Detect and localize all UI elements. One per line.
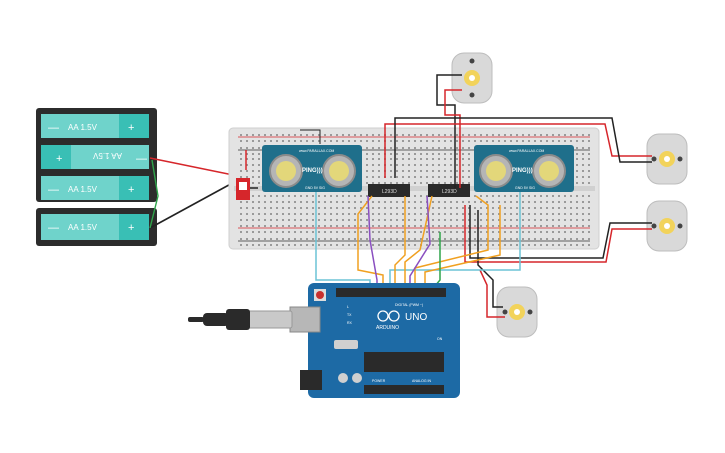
battery-single-aa[interactable]: — AA 1.5V + bbox=[36, 208, 157, 246]
arduino-brand: ARDUINO bbox=[376, 325, 399, 331]
wire-motor2-black[interactable] bbox=[394, 117, 652, 178]
driver-label: L293D bbox=[382, 189, 397, 195]
cell-plus-label: + bbox=[128, 222, 134, 234]
rx-label: RX bbox=[347, 321, 353, 325]
arduino-uno[interactable]: ARDUINO UNO DIGITAL (PWM ~) POWER ANALOG… bbox=[289, 283, 460, 398]
wire-driver1-in2[interactable] bbox=[394, 196, 406, 292]
usb-cable[interactable] bbox=[188, 309, 293, 330]
wire-motor3-red[interactable] bbox=[464, 205, 652, 263]
cell-minus-label: — bbox=[48, 222, 59, 234]
sensor-brand: www.PARALLAX.COM bbox=[509, 149, 544, 153]
wire-motor1-red[interactable] bbox=[444, 89, 462, 188]
digital-label: DIGITAL (PWM ~) bbox=[395, 303, 423, 307]
wire-battery-negative[interactable] bbox=[149, 179, 239, 229]
center-channel bbox=[234, 186, 595, 191]
cell-label: AA 1.5V bbox=[92, 151, 122, 160]
dc-motor-4[interactable] bbox=[496, 286, 538, 338]
wire-battery-positive[interactable] bbox=[149, 157, 239, 177]
wire-motor4-black[interactable] bbox=[477, 210, 503, 308]
power-jack bbox=[300, 370, 322, 390]
dc-motor-1[interactable] bbox=[451, 52, 493, 104]
battery-cell-1: — AA 1.5V + bbox=[41, 114, 149, 138]
wire-motor3-black[interactable] bbox=[469, 205, 652, 259]
sensor-brand: www.PARALLAX.COM bbox=[299, 149, 334, 153]
cell-minus-label: — bbox=[48, 184, 59, 196]
wire-driver2-in1[interactable] bbox=[404, 195, 433, 292]
wire-motor2-red[interactable] bbox=[384, 123, 652, 178]
ultrasonic-sensor-1[interactable]: www.PARALLAX.COM PING))) GND 5V SIG bbox=[262, 145, 362, 192]
wire-sensor1-gnd[interactable] bbox=[300, 129, 321, 144]
atmega-chip bbox=[364, 352, 444, 372]
analog-label: ANALOG IN bbox=[412, 379, 432, 383]
wire-driver2-in2[interactable] bbox=[414, 195, 489, 292]
arduino-model: UNO bbox=[405, 312, 427, 323]
battery-cell-3: — AA 1.5V + bbox=[41, 176, 149, 200]
cell-plus-label: + bbox=[128, 122, 134, 134]
wire-motor1-black[interactable] bbox=[436, 74, 462, 188]
dc-motor-3[interactable] bbox=[646, 200, 688, 252]
ultrasonic-sensor-2[interactable]: www.PARALLAX.COM PING))) GND 5V SIG bbox=[474, 145, 574, 192]
on-label: ON bbox=[437, 337, 443, 341]
slide-switch[interactable] bbox=[236, 178, 250, 200]
sensor-pins: GND 5V SIG bbox=[515, 186, 535, 190]
cell-label: AA 1.5V bbox=[68, 123, 98, 132]
wire-sensor2-signal[interactable] bbox=[389, 192, 521, 292]
wire-driver1-in1[interactable] bbox=[357, 195, 384, 292]
cell-plus-label: + bbox=[56, 153, 62, 165]
cell-label: AA 1.5V bbox=[68, 223, 98, 232]
motor-driver-2[interactable]: L293D bbox=[428, 184, 470, 197]
power-label: POWER bbox=[372, 379, 386, 383]
sensor-ping-label: PING))) bbox=[512, 168, 533, 174]
cell-plus-label: + bbox=[128, 184, 134, 196]
tx-label: TX bbox=[347, 313, 352, 317]
usb-port bbox=[289, 306, 321, 333]
cell-label: AA 1.5V bbox=[68, 185, 98, 194]
power-analog-header bbox=[364, 385, 444, 394]
cell-minus-label: — bbox=[136, 153, 147, 165]
reset-button[interactable] bbox=[316, 291, 324, 299]
wire-driver2-in3[interactable] bbox=[424, 205, 501, 292]
sensor-pins: GND 5V SIG bbox=[305, 186, 325, 190]
cell-minus-label: — bbox=[48, 122, 59, 134]
dc-motor-2[interactable] bbox=[646, 133, 688, 185]
motor-driver-1[interactable]: L293D bbox=[368, 184, 410, 197]
battery-cell-2: + AA 1.5V — bbox=[41, 145, 149, 169]
wire-motor4-red[interactable] bbox=[479, 269, 505, 318]
digital-header bbox=[336, 288, 446, 297]
battery-pack-3aa[interactable]: — AA 1.5V + + AA 1.5V — — AA 1.5V + bbox=[36, 108, 157, 202]
driver-label: L293D bbox=[442, 189, 457, 195]
l-label: L bbox=[347, 305, 349, 309]
arduino-logo: ARDUINO bbox=[376, 310, 400, 331]
wire-battery-series[interactable] bbox=[149, 159, 159, 229]
sensor-ping-label: PING))) bbox=[302, 168, 323, 174]
breadboard-holes bbox=[240, 134, 590, 246]
